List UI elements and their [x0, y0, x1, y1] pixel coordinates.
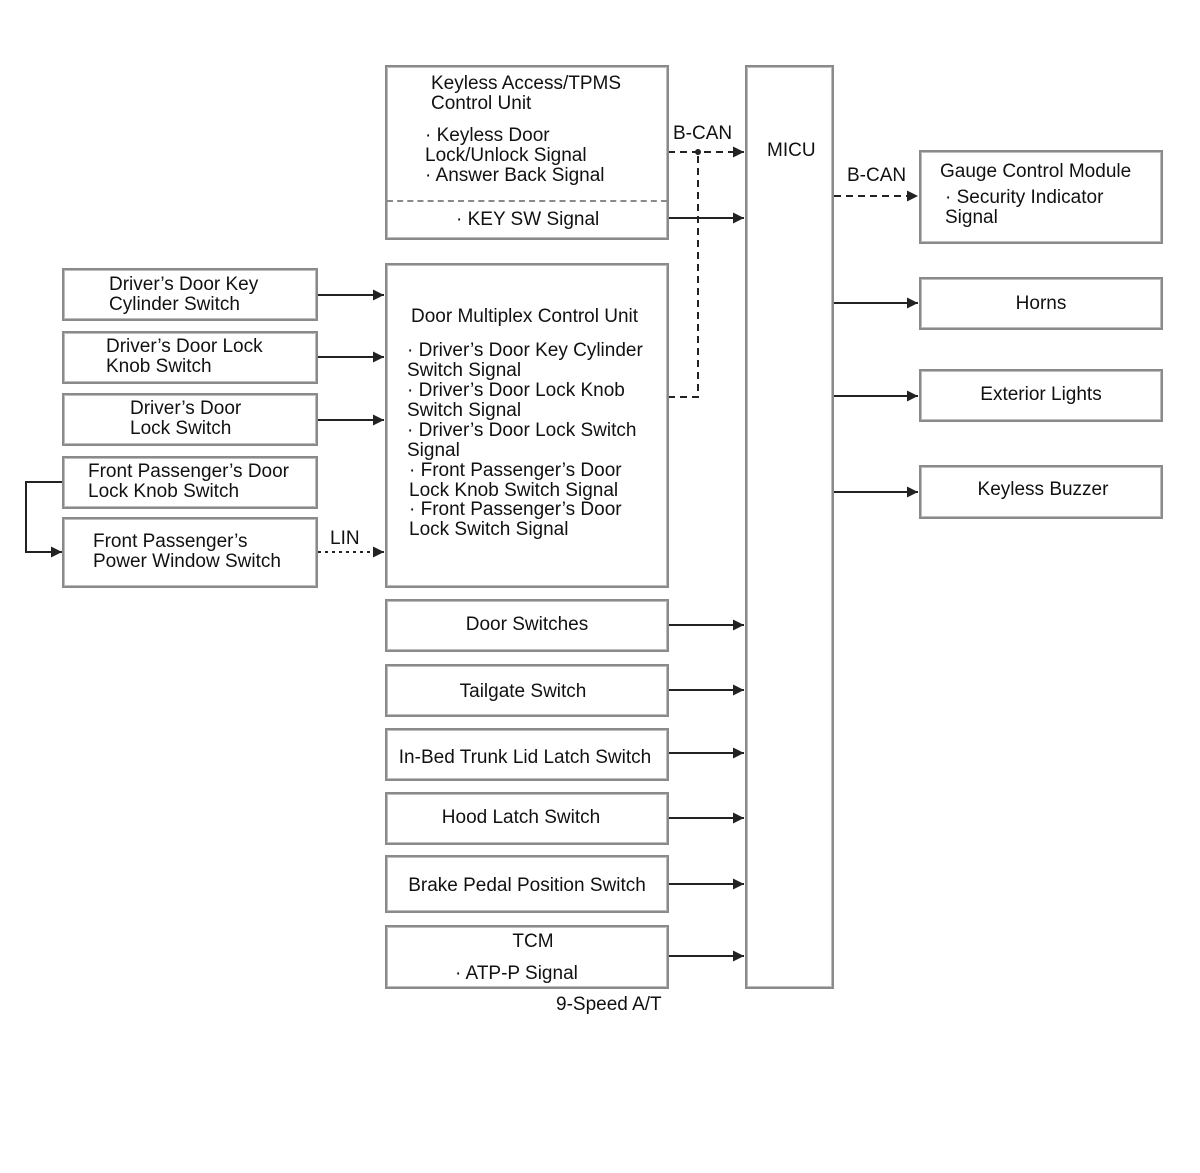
horns-label: Horns: [1015, 293, 1067, 314]
fp-knob-line2: Lock Knob Switch: [88, 481, 240, 502]
front-passenger-power-window-switch: [62, 517, 318, 588]
lock-knob-line2: Knob Switch: [106, 356, 212, 377]
keyless-access-control-unit: [385, 65, 669, 240]
lin-label: LIN: [330, 528, 360, 549]
key-cyl-line1: Driver’s Door Key: [109, 274, 259, 295]
keyless-signal-2: · Answer Back Signal: [425, 165, 605, 186]
exterior-lights-label: Exterior Lights: [980, 384, 1102, 405]
keyless-divider: [387, 200, 667, 202]
tcm-signal: · ATP-P Signal: [455, 963, 578, 984]
fp-knob-line1: Front Passenger’s Door: [88, 461, 290, 482]
lock-knob-line1: Driver’s Door Lock: [106, 336, 263, 357]
door-mux-line-7: Lock Knob Switch Signal: [409, 480, 619, 501]
bcan-doormux-line: [668, 152, 699, 398]
door-mux-title: Door Multiplex Control Unit: [411, 306, 639, 327]
gauge-signal-line2: Signal: [945, 207, 998, 228]
hood-latch-label: Hood Latch Switch: [441, 807, 601, 828]
tcm-box: [385, 925, 669, 989]
keyless-signal-3: · KEY SW Signal: [456, 209, 600, 230]
micu-box: [745, 65, 834, 989]
door-mux-line-0: · Driver’s Door Key Cylinder: [407, 340, 643, 361]
gauge-control-module: [919, 150, 1163, 244]
fp-window-line2: Power Window Switch: [93, 551, 281, 572]
gauge-title: Gauge Control Module: [940, 161, 1132, 182]
drivers-door-key-cylinder-switch: [62, 268, 318, 321]
tcm-title: TCM: [512, 931, 554, 952]
keyless-title-line2: Control Unit: [431, 93, 532, 114]
door-multiplex-control-unit: [385, 263, 669, 588]
tcm-caption: 9-Speed A/T: [556, 994, 662, 1015]
bcan-label-right: B-CAN: [847, 165, 907, 186]
horns-box: [919, 277, 1163, 330]
in-bed-trunk-label: In-Bed Trunk Lid Latch Switch: [398, 747, 652, 768]
in-bed-trunk-lid-latch-switch-box: [385, 728, 669, 781]
gauge-signal-line1: · Security Indicator: [945, 187, 1104, 208]
front-passenger-door-lock-knob-switch: [62, 456, 318, 509]
lock-sw-line2: Lock Switch: [130, 418, 232, 439]
keyless-signal-1-line2: Lock/Unlock Signal: [425, 145, 587, 166]
hood-latch-switch-box: [385, 792, 669, 845]
micu-label: MICU: [767, 140, 816, 161]
door-switches-label: Door Switches: [465, 614, 589, 635]
door-mux-line-9: Lock Switch Signal: [409, 519, 569, 540]
door-mux-line-4: · Driver’s Door Lock Switch: [407, 420, 637, 441]
tailgate-switch-label: Tailgate Switch: [459, 681, 587, 702]
key-cyl-line2: Cylinder Switch: [109, 294, 240, 315]
brake-pedal-label: Brake Pedal Position Switch: [408, 875, 646, 896]
door-mux-line-1: Switch Signal: [407, 360, 522, 381]
fp-knob-loop: [25, 481, 63, 558]
keyless-signal-1-line1: · Keyless Door: [425, 125, 550, 146]
door-mux-line-8: · Front Passenger’s Door: [409, 499, 622, 520]
drivers-door-lock-knob-switch: [62, 331, 318, 384]
door-mux-line-5: Signal: [407, 440, 460, 461]
door-switches-box: [385, 599, 669, 652]
bcan-label-left: B-CAN: [673, 123, 733, 144]
lock-sw-line1: Driver’s Door: [130, 398, 242, 419]
fp-window-line1: Front Passenger’s: [93, 531, 248, 552]
exterior-lights-box: [919, 369, 1163, 422]
door-mux-line-2: · Driver’s Door Lock Knob: [407, 380, 625, 401]
keyless-title-line1: Keyless Access/TPMS: [431, 73, 622, 94]
brake-pedal-position-switch-box: [385, 855, 669, 913]
keyless-buzzer-label: Keyless Buzzer: [977, 479, 1109, 500]
keyless-buzzer-box: [919, 465, 1163, 519]
door-mux-line-6: · Front Passenger’s Door: [409, 460, 622, 481]
tailgate-switch-box: [385, 664, 669, 717]
drivers-door-lock-switch: [62, 393, 318, 446]
door-mux-line-3: Switch Signal: [407, 400, 522, 421]
